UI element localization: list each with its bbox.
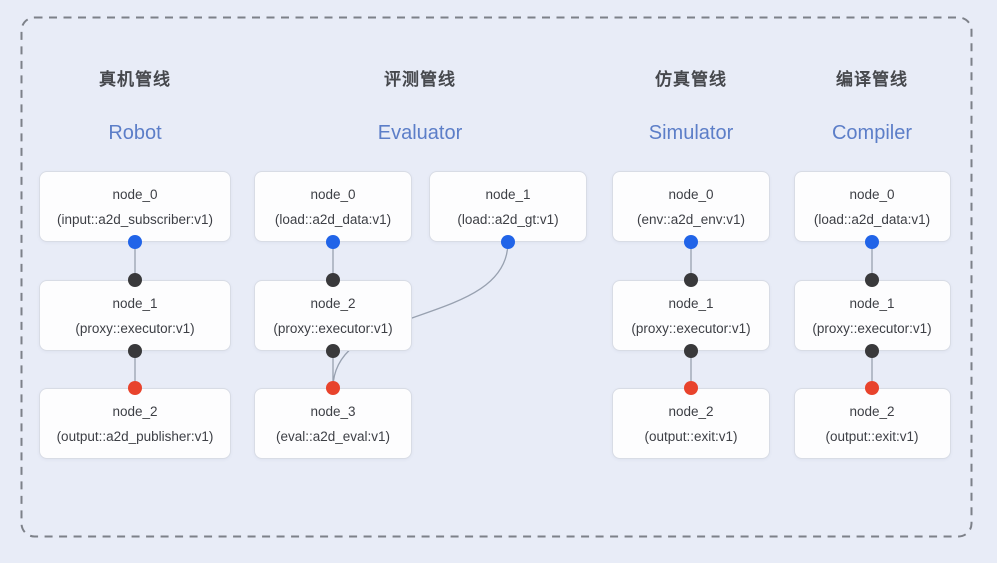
node-type: (output::a2d_publisher:v1) [56,428,214,444]
node-type: (proxy::executor:v1) [812,320,932,336]
evaluator-node_3-box: node_3(eval::a2d_eval:v1) [254,388,412,459]
node-name: node_1 [668,295,714,311]
node-type: (eval::a2d_eval:v1) [275,428,391,444]
node-name: node_2 [310,295,356,311]
evaluator-node_2-box: node_2(proxy::executor:v1) [254,280,412,351]
node-name: node_0 [310,186,356,202]
node-name: node_0 [668,186,714,202]
node-type: (proxy::executor:v1) [75,320,195,336]
node-type: (output::exit:v1) [644,428,738,444]
pipeline-title-evaluator: 评测管线 [384,70,456,89]
compiler-node_2-box: node_2(output::exit:v1) [793,388,951,459]
node-name: node_2 [668,403,714,419]
pipeline-title-robot: 真机管线 [99,70,171,89]
robot-node_1-box: node_1(proxy::executor:v1) [39,280,231,351]
robot-node_0-box: node_0(input::a2d_subscriber:v1) [39,171,231,242]
evaluator-node_0-box: node_0(load::a2d_data:v1) [254,171,412,242]
node-type: (load::a2d_data:v1) [274,211,392,227]
node-name: node_0 [849,186,895,202]
pipeline-title-compiler: 编译管线 [836,70,908,89]
node-name: node_2 [849,403,895,419]
node-type: (load::a2d_gt:v1) [457,211,559,227]
node-type: (output::exit:v1) [825,428,919,444]
pipeline-subtitle-evaluator: Evaluator [377,122,463,144]
node-type: (proxy::executor:v1) [631,320,751,336]
simulator-node_2-box: node_2(output::exit:v1) [612,388,770,459]
pipeline-subtitle-compiler: Compiler [831,122,913,144]
node-name: node_1 [485,186,531,202]
node-name: node_3 [310,403,356,419]
node-name: node_1 [112,295,158,311]
pipeline-subtitle-robot: Robot [108,122,162,144]
evaluator-node_1-box: node_1(load::a2d_gt:v1) [429,171,587,242]
compiler-node_0-box: node_0(load::a2d_data:v1) [793,171,951,242]
node-name: node_0 [112,186,158,202]
simulator-node_0-box: node_0(env::a2d_env:v1) [612,171,770,242]
node-name: node_2 [112,403,158,419]
pipeline-subtitle-simulator: Simulator [648,122,734,144]
robot-node_2-box: node_2(output::a2d_publisher:v1) [39,388,231,459]
node-type: (load::a2d_data:v1) [813,211,931,227]
compiler-node_1-box: node_1(proxy::executor:v1) [793,280,951,351]
node-name: node_1 [849,295,895,311]
pipeline-title-simulator: 仿真管线 [655,70,727,89]
node-type: (proxy::executor:v1) [273,320,393,336]
node-type: (env::a2d_env:v1) [636,211,746,227]
simulator-node_1-box: node_1(proxy::executor:v1) [612,280,770,351]
node-type: (input::a2d_subscriber:v1) [56,211,214,227]
